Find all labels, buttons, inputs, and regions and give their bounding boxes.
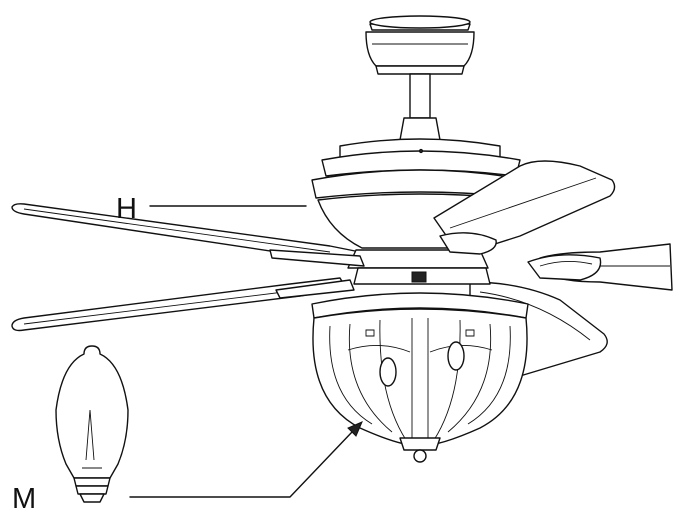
blade-irons: [269, 232, 602, 299]
ceiling-canopy: [365, 15, 475, 75]
light-kit-cage: [311, 292, 529, 463]
fan-blade-right-upper: [433, 160, 616, 251]
light-bulb: [55, 345, 129, 503]
label-m: M: [12, 483, 36, 515]
downrod: [399, 73, 441, 141]
fan-blade-left-lower: [11, 277, 347, 332]
label-h: H: [116, 193, 137, 225]
leader-line-m: [129, 421, 363, 498]
motor-housing: [311, 138, 529, 249]
